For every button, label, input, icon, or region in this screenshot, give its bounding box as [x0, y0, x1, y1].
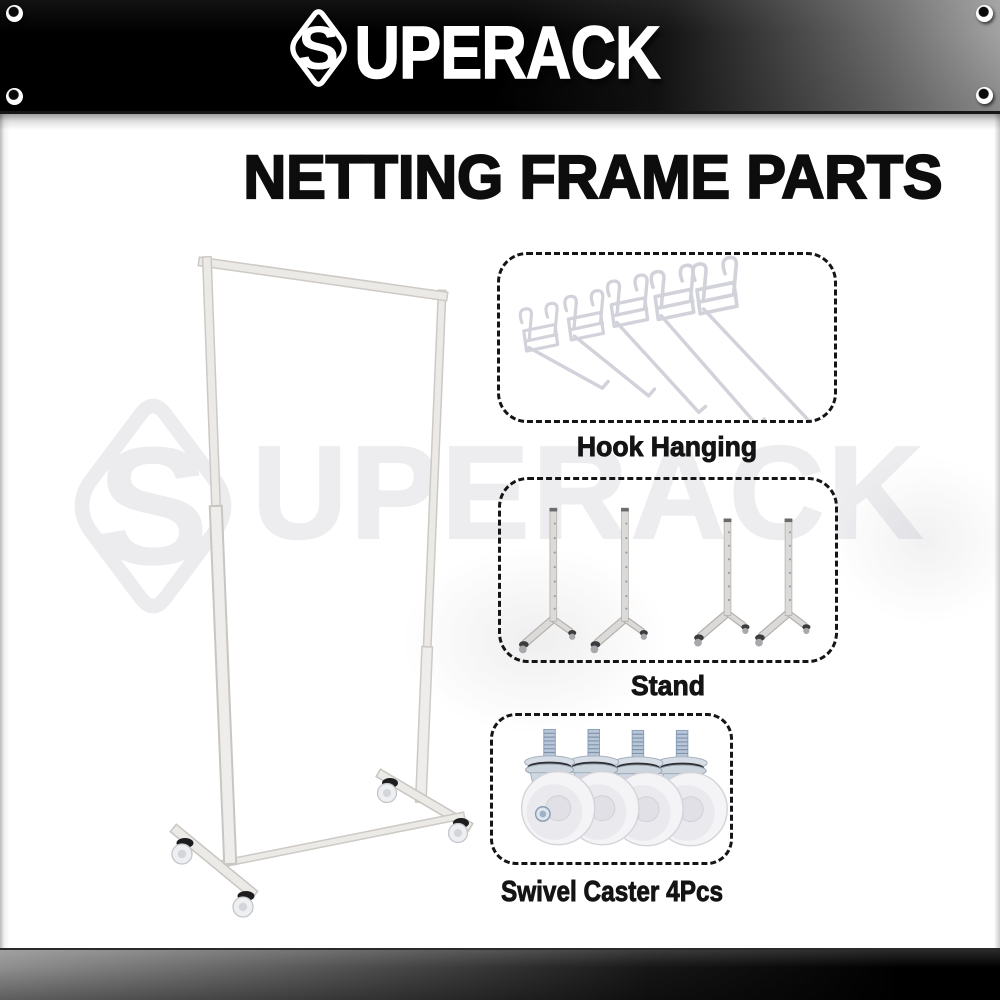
grommet-icon	[6, 5, 23, 22]
svg-text:S: S	[97, 412, 209, 600]
brand-logo-text: UPERACK	[354, 11, 661, 94]
svg-text:S: S	[298, 14, 339, 82]
frame-caster-icon	[232, 891, 255, 918]
brand-logo: S UPERACK	[287, 6, 714, 90]
hook-hanging-label: Hook Hanging	[576, 431, 758, 463]
grommet-icon	[6, 88, 23, 105]
netting-frame-illustration	[169, 255, 474, 918]
stand-label: Stand	[631, 670, 706, 702]
stands-illustration	[501, 480, 835, 660]
frame-caster-icon	[171, 838, 194, 865]
left-edge-shade	[0, 114, 10, 948]
part-box-hook-hanging	[497, 252, 837, 423]
frame-caster-icon	[447, 818, 469, 844]
grommet-icon	[976, 87, 993, 104]
banner-drop-shadow	[0, 114, 1000, 130]
watermark-badge-icon: S	[74, 398, 232, 614]
hooks-illustration	[518, 255, 824, 420]
casters-illustration	[520, 728, 728, 847]
part-box-stand	[498, 477, 838, 663]
frame-caster-icon	[376, 778, 398, 804]
header-banner: S UPERACK	[0, 0, 1000, 114]
footer-bar	[0, 948, 1000, 1000]
page-title: NETTING FRAME PARTS	[242, 143, 943, 211]
grommet-icon	[976, 5, 993, 22]
swivel-caster-label: Swivel Caster 4Pcs	[500, 876, 724, 909]
s-badge-icon: S	[290, 9, 347, 87]
soft-shadow	[830, 455, 1000, 625]
part-box-swivel-caster	[490, 713, 733, 865]
right-edge-shade	[994, 114, 1000, 948]
